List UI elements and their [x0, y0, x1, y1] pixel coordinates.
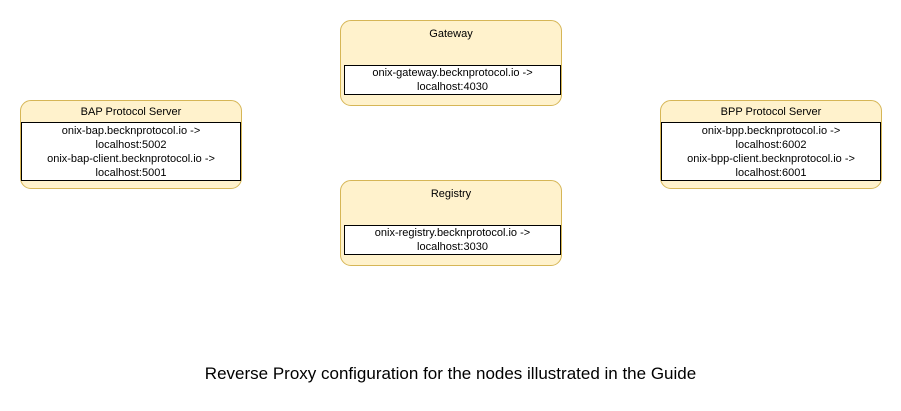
node-gateway-proxy-panel: onix-gateway.becknprotocol.io -> localho… [344, 65, 561, 95]
node-bap-title: BAP Protocol Server [80, 106, 182, 118]
proxy-mapping-target: localhost:4030 [417, 81, 488, 93]
proxy-mapping: onix-registry.becknprotocol.io -> localh… [375, 226, 530, 254]
node-bpp-title: BPP Protocol Server [720, 106, 822, 118]
node-gateway-title: Gateway [429, 28, 473, 40]
proxy-mapping-source: onix-registry.becknprotocol.io -> [374, 227, 531, 239]
node-bpp-proxy-panel: onix-bpp.becknprotocol.io -> localhost:6… [661, 122, 881, 181]
node-registry-proxy-panel: onix-registry.becknprotocol.io -> localh… [344, 225, 561, 255]
proxy-mapping: onix-bpp-client.becknprotocol.io -> loca… [687, 152, 855, 180]
proxy-mapping-source: onix-bap.becknprotocol.io -> [61, 124, 201, 137]
proxy-mapping: onix-bap.becknprotocol.io -> localhost:5… [62, 124, 201, 152]
proxy-mapping-target: localhost:3030 [417, 241, 488, 253]
diagram-caption: Reverse Proxy configuration for the node… [204, 364, 697, 383]
node-registry-title: Registry [430, 188, 472, 200]
proxy-mapping: onix-gateway.becknprotocol.io -> localho… [372, 66, 532, 94]
node-bap-proxy-panel: onix-bap.becknprotocol.io -> localhost:5… [21, 122, 241, 181]
node-bap-protocol-server[interactable]: BAP Protocol Server onix-bap.becknprotoc… [20, 100, 242, 189]
proxy-mapping-target: localhost:6001 [735, 166, 807, 179]
proxy-mapping-source: onix-bpp-client.becknprotocol.io -> [687, 152, 855, 165]
node-gateway[interactable]: Gateway onix-gateway.becknprotocol.io ->… [340, 20, 562, 106]
proxy-mapping-source: onix-gateway.becknprotocol.io -> [372, 67, 533, 79]
node-registry[interactable]: Registry onix-registry.becknprotocol.io … [340, 180, 562, 266]
proxy-mapping: onix-bap-client.becknprotocol.io -> loca… [47, 152, 215, 180]
proxy-mapping: onix-bpp.becknprotocol.io -> localhost:6… [702, 124, 841, 152]
proxy-mapping-target: localhost:5002 [95, 138, 167, 151]
proxy-mapping-source: onix-bpp.becknprotocol.io -> [701, 124, 841, 137]
proxy-mapping-target: localhost:5001 [95, 166, 167, 179]
proxy-mapping-target: localhost:6002 [735, 138, 807, 151]
proxy-mapping-source: onix-bap-client.becknprotocol.io -> [47, 152, 215, 165]
node-bpp-protocol-server[interactable]: BPP Protocol Server onix-bpp.becknprotoc… [660, 100, 882, 189]
